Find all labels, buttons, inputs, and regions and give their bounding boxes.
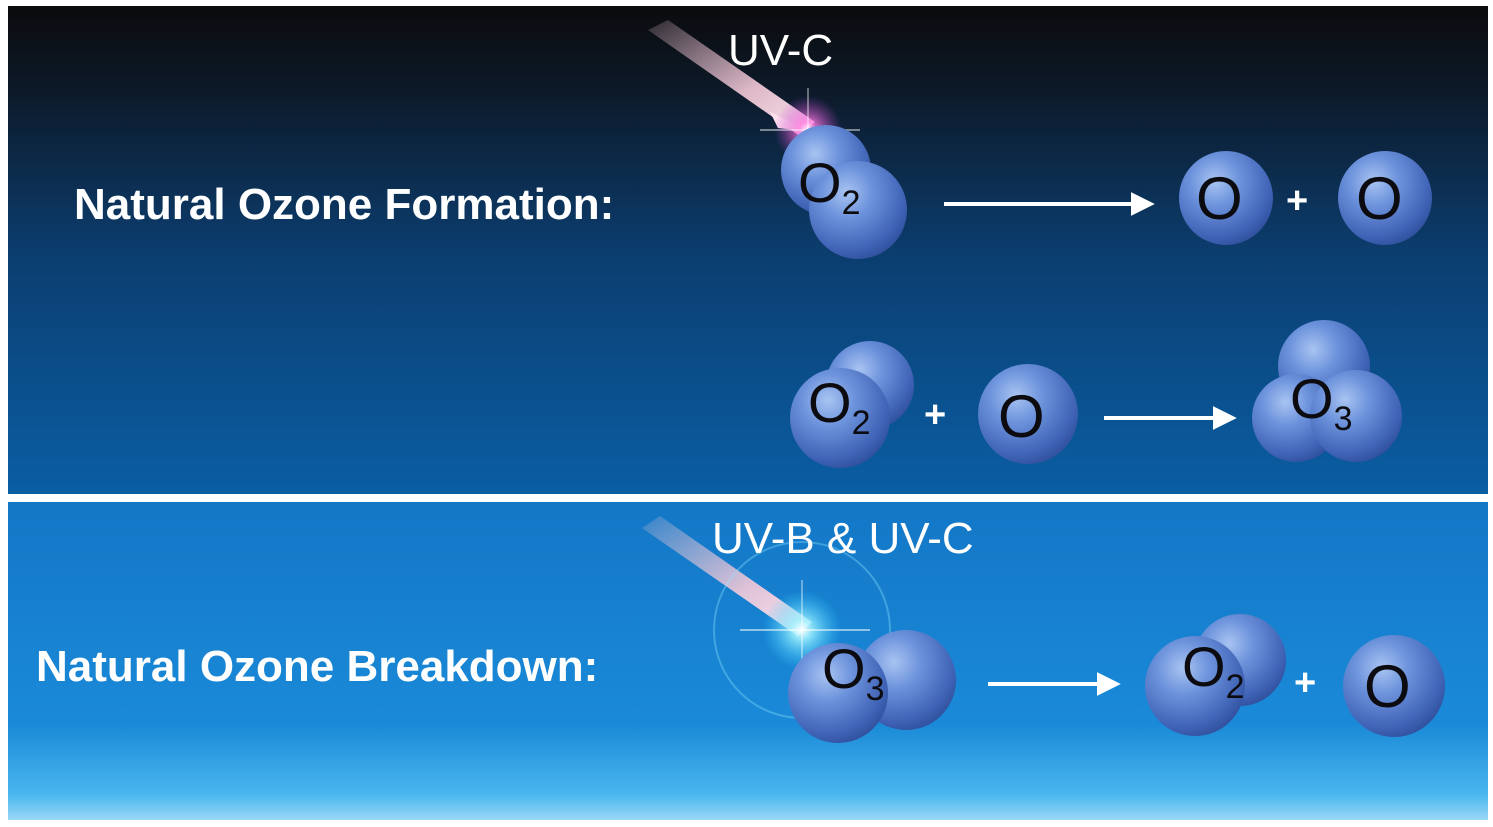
o2-molecule <box>790 341 914 468</box>
plus-sign: + <box>1286 180 1309 222</box>
plus-sign: + <box>1294 662 1317 704</box>
o-atom <box>1179 151 1273 245</box>
o3-molecule <box>1252 320 1402 462</box>
panel-divider <box>8 494 1488 502</box>
uv-c-label: UV-C <box>728 26 834 75</box>
o2-label: O2 <box>798 151 861 223</box>
o2-label: O2 <box>808 371 871 443</box>
breakdown-title: Natural Ozone Breakdown: <box>36 642 599 691</box>
o-label: O <box>1196 165 1243 232</box>
o-atom <box>1343 635 1445 737</box>
plus-sign: + <box>924 394 947 436</box>
o3-molecule <box>788 630 956 743</box>
o2-label: O2 <box>1182 635 1245 707</box>
o-atom <box>1338 151 1432 245</box>
o3-label: O3 <box>1290 367 1353 439</box>
formation-title: Natural Ozone Formation: <box>74 180 615 229</box>
o-label: O <box>1356 165 1403 232</box>
o-label: O <box>998 383 1045 450</box>
o2-molecule <box>1145 614 1286 736</box>
uv-b-c-label: UV-B & UV-C <box>712 514 974 563</box>
o-label: O <box>1364 653 1411 720</box>
o2-molecule <box>781 125 907 259</box>
o3-label: O3 <box>822 637 885 709</box>
o-atom <box>978 364 1078 464</box>
